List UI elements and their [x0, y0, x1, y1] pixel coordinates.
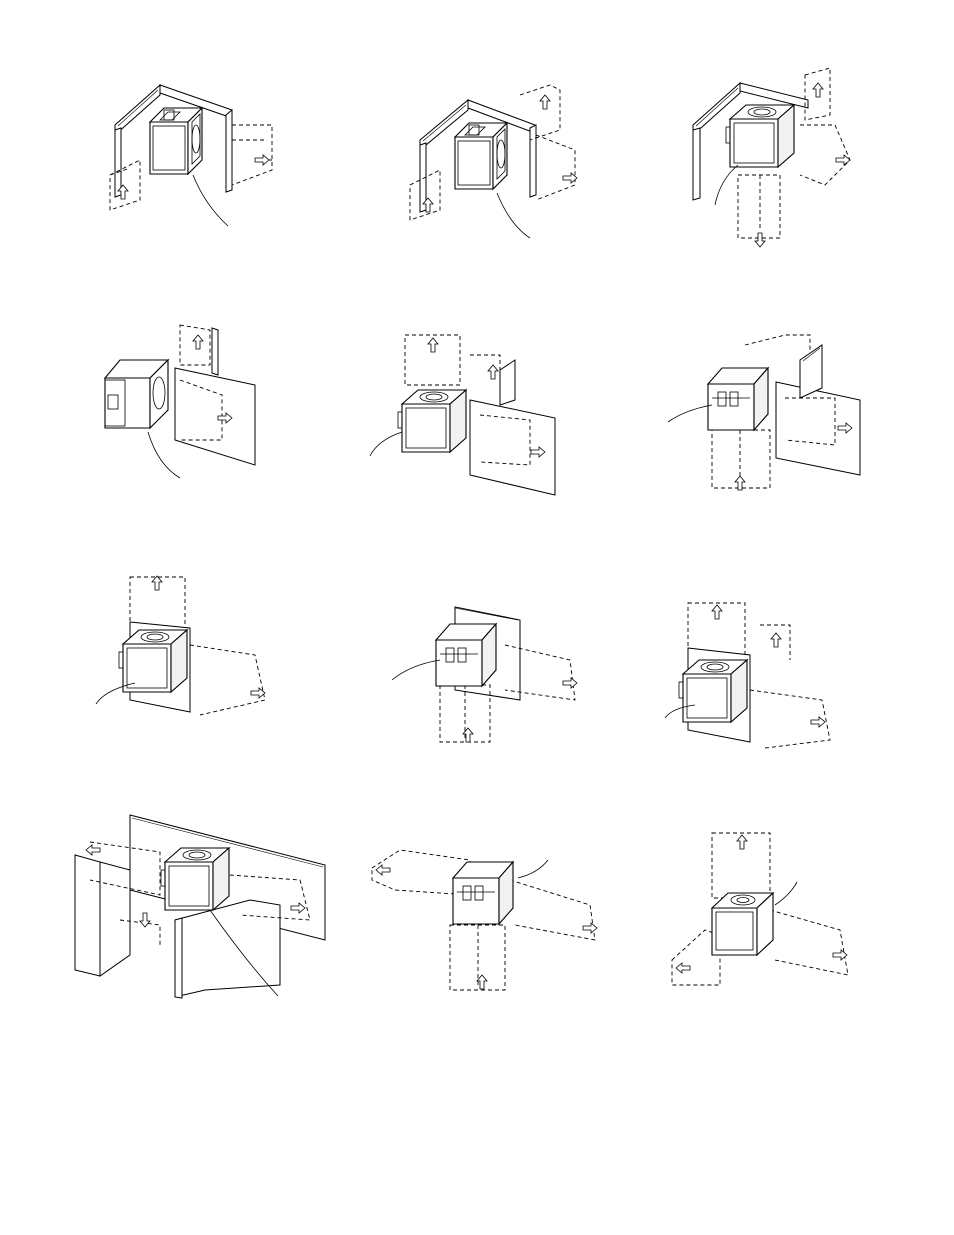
arrow-left-icon — [676, 963, 690, 973]
arrow-left-icon — [86, 845, 100, 855]
arrow-up-icon — [463, 728, 473, 742]
figure-12 — [672, 833, 848, 985]
arrow-right-icon — [563, 678, 577, 688]
speaker-cabinet — [436, 624, 496, 686]
arrow-left-icon — [376, 865, 390, 875]
figure-6 — [668, 335, 860, 490]
speaker-cabinet — [105, 360, 168, 428]
arrow-up-icon — [712, 605, 722, 619]
figure-2 — [410, 85, 577, 238]
figure-1 — [110, 85, 272, 226]
arrow-right-icon — [255, 155, 269, 165]
leader-line — [392, 660, 440, 680]
speaker-cabinet — [161, 848, 229, 910]
arrow-down-icon — [140, 913, 150, 927]
leader-line — [370, 432, 402, 456]
arrow-up-icon — [428, 338, 438, 352]
arrow-up-icon — [152, 576, 162, 590]
arrow-up-icon — [488, 365, 498, 379]
speaker-cabinet — [679, 660, 747, 722]
speaker-cabinet — [453, 862, 513, 924]
figure-8 — [392, 607, 577, 742]
arrow-up-icon — [477, 975, 487, 989]
arrow-up-icon — [540, 95, 550, 109]
arrow-up-icon — [771, 633, 781, 647]
figure-7 — [96, 576, 265, 715]
arrow-right-icon — [583, 923, 597, 933]
leader-line — [775, 882, 797, 905]
figure-10 — [75, 815, 325, 998]
speaker-cabinet — [150, 108, 202, 174]
arrow-up-icon — [193, 335, 203, 349]
arrow-up-icon — [813, 83, 823, 97]
figure-9 — [665, 603, 830, 748]
arrow-down-icon — [755, 233, 765, 247]
speaker-cabinet — [119, 630, 187, 692]
leader-line — [497, 193, 530, 238]
figure-11 — [372, 850, 597, 990]
arrow-up-icon — [737, 835, 747, 849]
leader-line — [668, 405, 712, 422]
arrow-right-icon — [811, 717, 825, 727]
figure-3 — [693, 68, 850, 247]
speaker-cabinet — [398, 390, 466, 452]
speaker-cabinet — [708, 368, 768, 430]
speaker-cabinet — [455, 123, 507, 189]
arrow-right-icon — [836, 155, 850, 165]
figure-4 — [105, 325, 255, 478]
leader-line — [518, 860, 548, 878]
figure-5 — [370, 335, 555, 495]
leader-line — [715, 165, 738, 205]
speaker-cabinet — [712, 893, 773, 955]
speaker-cabinet — [726, 105, 794, 167]
leader-line — [193, 175, 228, 226]
